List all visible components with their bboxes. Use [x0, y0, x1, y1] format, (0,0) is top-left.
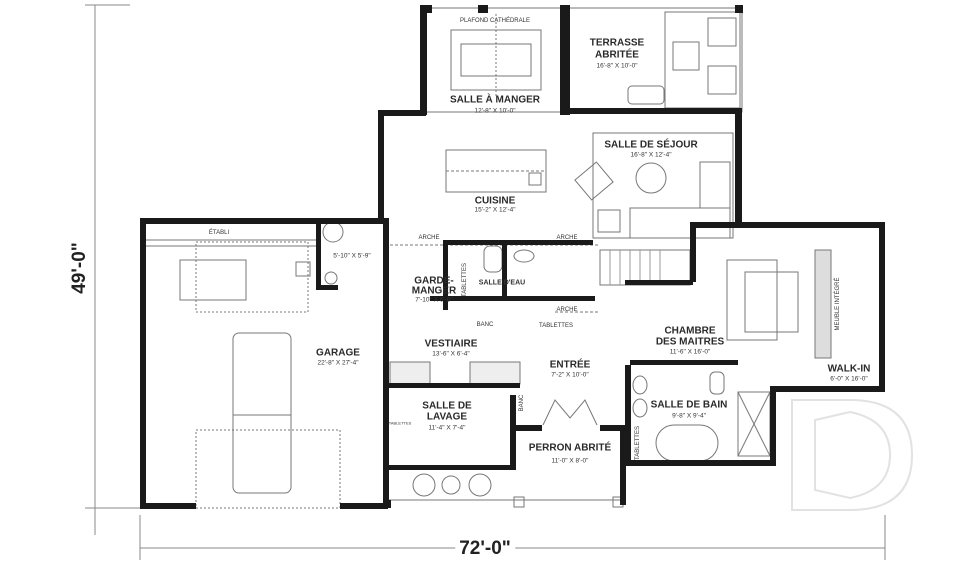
entry-name: ENTRÉE [549, 359, 591, 371]
garage-size: 22'-8" X 27'-4" [317, 359, 359, 367]
pantry-shelves-label: TABLETTES [462, 263, 468, 297]
armchair [574, 161, 614, 201]
bathroom-size: 9'-8" X 9'-4" [672, 412, 706, 420]
arch-label: ARCHE [556, 235, 578, 241]
built-in-furniture-label: MEUBLE INTÉGRÉ [835, 277, 841, 331]
dining-room-name: SALLE À MANGER [450, 94, 540, 106]
terrace-outline [566, 7, 743, 113]
island-sink [528, 172, 542, 186]
porch-chair [468, 473, 492, 497]
entry-bench-label: BANC [519, 394, 525, 412]
laundry-name-1: SALLE DE [422, 400, 472, 412]
powder-sink [513, 249, 535, 263]
pickup-truck [232, 332, 292, 494]
laundry-name-2: LAVAGE [426, 411, 468, 423]
entry-size: 7'-2" X 10'-0" [551, 371, 589, 379]
stairs [599, 249, 691, 286]
bed [726, 259, 778, 341]
workbench [142, 239, 319, 247]
arch-label: ARCHE [418, 235, 440, 241]
built-in-furniture [814, 249, 832, 359]
porch-table [441, 475, 461, 495]
living-room-size: 16'-8" X 12'-4" [630, 151, 672, 159]
mudroom-name: VESTIAIRE [424, 338, 478, 350]
sofa-chaise [699, 161, 731, 209]
porch-name: PERRON ABRITÉ [528, 442, 612, 454]
bathroom-name: SALLE DE BAIN [650, 399, 728, 411]
bathtub [655, 424, 719, 462]
terrace-name-1: TERRASSE [589, 37, 645, 49]
pantry-name-2: MANGER [411, 285, 457, 297]
walk-in-size: 6'-0" X 16'-0" [830, 375, 868, 383]
garage-name: GARAGE [316, 347, 360, 359]
water-heater [322, 221, 344, 243]
mattress [744, 271, 799, 333]
master-bedroom-name-1: CHAMBRE [664, 325, 716, 337]
terrace-chair [707, 17, 737, 47]
washer [389, 361, 431, 385]
terrace-size: 16'-8" X 10'-0" [596, 62, 638, 70]
pantry-name-1: GARDE- [414, 275, 454, 287]
pantry-size: 7'-10" X 6'-8" [415, 296, 453, 304]
kitchen-name: CUISINE [474, 195, 516, 207]
garage-parking [195, 429, 341, 509]
porch-column [513, 496, 525, 508]
side-table [597, 209, 621, 233]
mudroom-shelves-label: TABLETTES [539, 323, 573, 329]
laundry-shelves-label: TABLETTES [388, 420, 412, 426]
laundry-size: 11'-4" X 7'-4" [428, 424, 466, 432]
porch-size: 11'-0" X 8'-0" [551, 457, 589, 465]
bath-toilet [709, 371, 725, 395]
atv-parking [195, 241, 309, 313]
terrace-chair [707, 65, 737, 95]
kitchen-size: 15'-2" X 12'-4" [474, 206, 516, 214]
master-bedroom-name-2: DES MAITRES [655, 336, 725, 348]
arch-label: ARCHE [556, 307, 578, 313]
watermark-logo [791, 399, 914, 511]
dining-room-size: 12'-8" X 10'-0" [474, 107, 516, 115]
garage-sink [295, 261, 311, 277]
fixtures [142, 7, 832, 509]
width-dimension: 72'-0" [455, 538, 515, 560]
powder-room-name: SALLE D'EAU [478, 279, 526, 287]
dryer [469, 361, 521, 385]
depth-dimension: 49'-0" [69, 238, 91, 298]
walk-in-name: WALK-IN [827, 363, 871, 375]
powder-toilet [483, 245, 503, 273]
master-bedroom-size: 11'-6" X 16'-0" [669, 348, 711, 356]
coffee-table [635, 162, 667, 194]
workbench-label: ÉTABLI [208, 230, 230, 236]
cathedral-ceiling-note: PLAFOND CATHÉDRALE [460, 18, 530, 24]
porch-chair [412, 473, 436, 497]
storage-size: 5'-10" X 5'-9" [333, 252, 371, 260]
bath-sink [632, 398, 648, 418]
terrace-name-2: ABRITÉE [595, 49, 639, 61]
mudroom-bench-label: BANC [476, 322, 494, 328]
bath-sink [632, 375, 648, 395]
mudroom-size: 13'-6" X 6'-4" [432, 350, 470, 358]
atv [179, 259, 247, 301]
living-room-name: SALLE DE SÉJOUR [604, 139, 698, 151]
bathroom-shelves-label: TABLETTES [635, 426, 641, 460]
walls [140, 5, 885, 509]
tank [324, 271, 338, 285]
terrace-table [672, 41, 700, 71]
terrace-bench [627, 85, 665, 105]
